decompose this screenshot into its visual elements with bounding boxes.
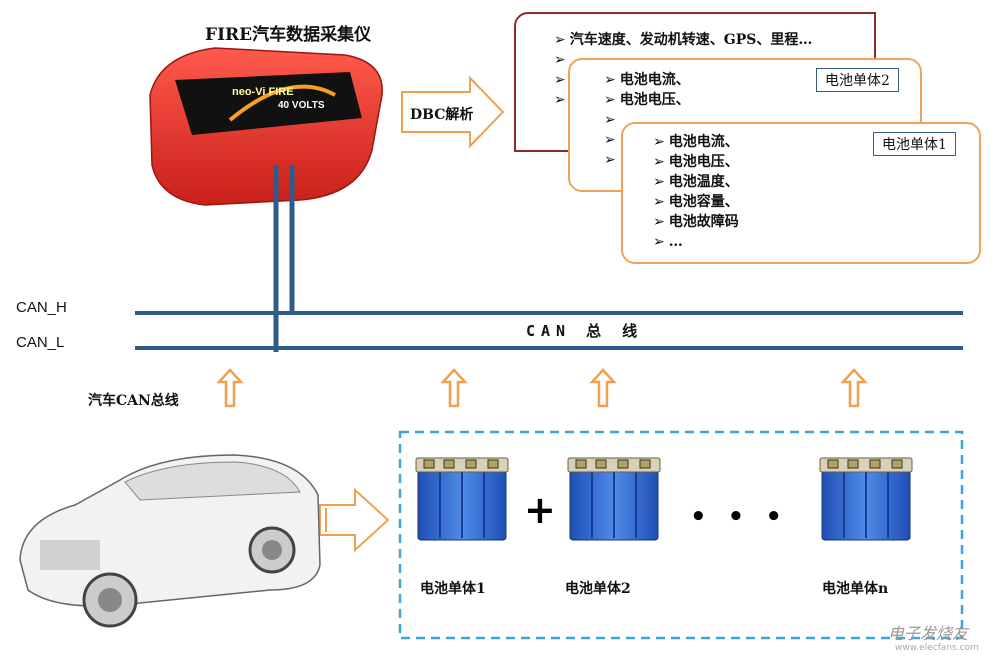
car-illustration xyxy=(19,454,321,628)
cell2-data-item: 电池电压、 xyxy=(604,90,920,110)
device-brand: neo-Vi FIRE xyxy=(232,86,294,98)
can-h-label: CAN_H xyxy=(16,299,67,316)
battery-label-1: 电池单体1 xyxy=(420,581,486,597)
can-l-label: CAN_L xyxy=(16,334,65,351)
device-title: FIRE汽车数据采集仪 xyxy=(205,25,372,45)
cell1-data-item: 电池电流、 xyxy=(653,132,979,152)
cell1-data-item: 电池温度、 xyxy=(653,172,979,192)
cell2-tag: 电池单体2 xyxy=(816,68,899,92)
watermark: 电子发烧友 xyxy=(888,624,969,643)
can-bus-label: CAN 总 线 xyxy=(526,322,644,340)
watermark-url: www.elecfans.com xyxy=(895,643,979,653)
battery-cell-n xyxy=(819,457,913,541)
up-arrow-2 xyxy=(441,368,467,408)
up-arrow-4 xyxy=(841,368,867,408)
cell2-data-item: 电池电流、 xyxy=(604,70,920,90)
dbc-arrow xyxy=(401,75,505,149)
cell1-data-item: 电池电压、 xyxy=(653,152,979,172)
battery-cell-1 xyxy=(415,457,509,541)
vehicle-data-item: 汽车速度、发动机转速、GPS、里程… xyxy=(554,30,874,50)
ellipsis-dots: • • • xyxy=(690,502,788,532)
battery-label-2: 电池单体2 xyxy=(565,581,631,597)
data-logger-device xyxy=(149,47,383,206)
vehicle-can-bus-label: 汽车CAN总线 xyxy=(88,393,179,409)
car-to-pack-arrow xyxy=(319,487,390,553)
cell1-data-item: … xyxy=(653,232,979,252)
battery-label-n: 电池单体n xyxy=(822,581,889,597)
cell1-data-item: 电池故障码 xyxy=(653,212,979,232)
battery-pack-frame xyxy=(398,430,964,640)
cell1-tag: 电池单体1 xyxy=(873,132,956,156)
up-arrow-1 xyxy=(217,368,243,408)
plus-sign: + xyxy=(524,488,556,532)
device-cables xyxy=(273,165,295,352)
device-volts: 40 VOLTS xyxy=(278,100,325,111)
up-arrow-3 xyxy=(590,368,616,408)
battery-cell-2 xyxy=(567,457,661,541)
card-cell-1: 电池电流、 电池电压、 电池温度、 电池容量、 电池故障码 … 电池单体1 xyxy=(621,122,981,264)
cell1-data-item: 电池容量、 xyxy=(653,192,979,212)
dbc-label: DBC解析 xyxy=(410,107,474,123)
